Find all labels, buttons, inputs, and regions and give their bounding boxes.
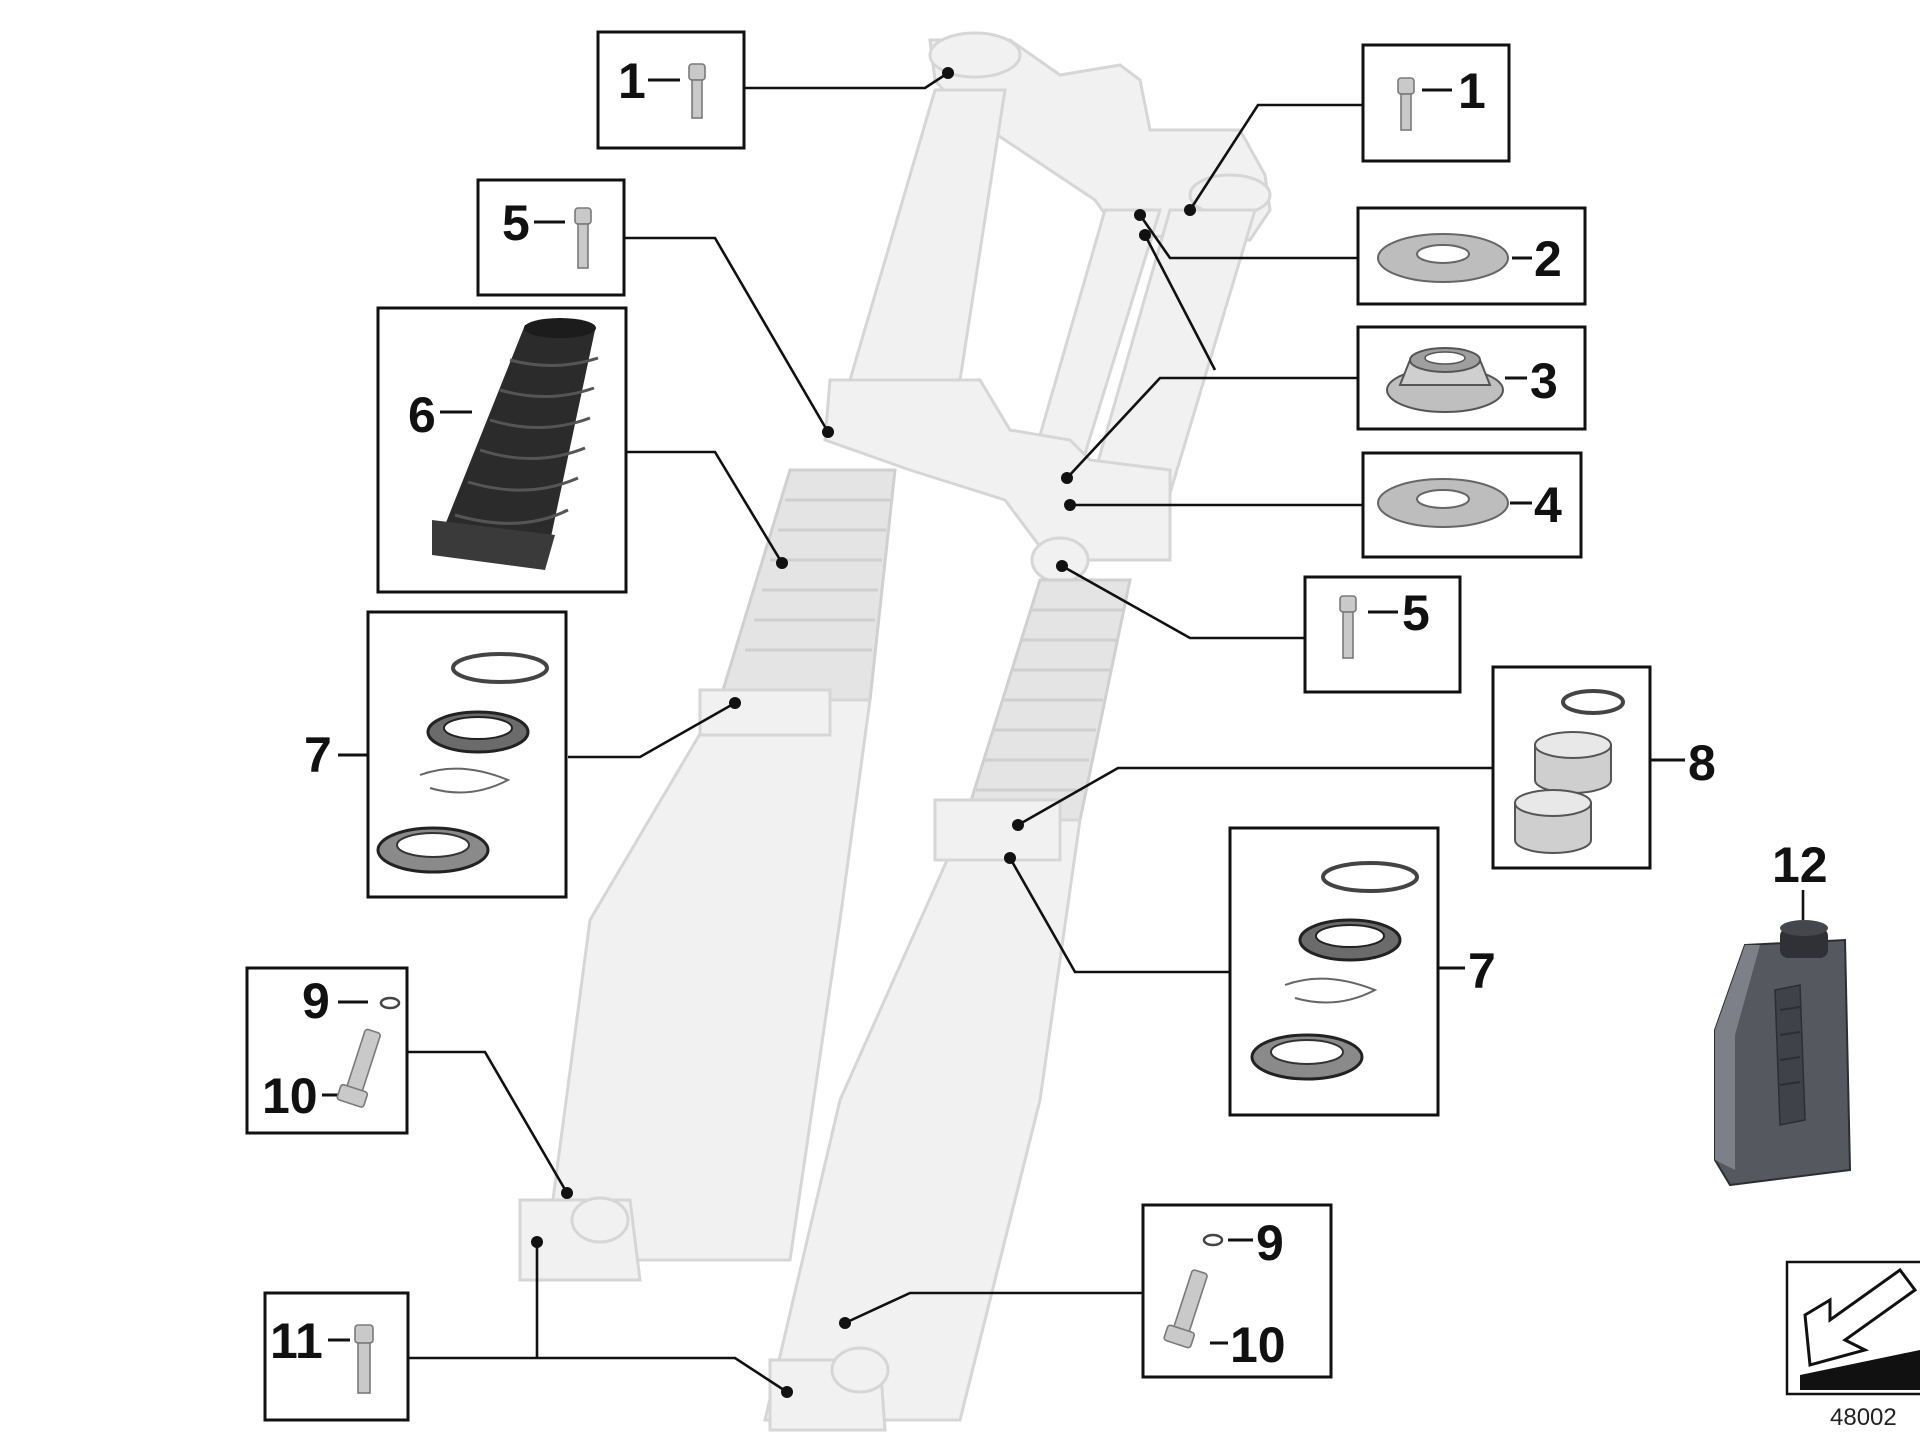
callout-label: 5: [1402, 585, 1430, 641]
callout-label: 5: [502, 195, 530, 251]
callout-label: 1: [618, 53, 646, 109]
callout-6: 6: [376, 306, 628, 594]
leader-lines: [408, 67, 1805, 1398]
bearing-icon: [1386, 347, 1504, 413]
callout-5-left: 5: [476, 178, 626, 297]
callout-label-8: 8: [1688, 735, 1716, 791]
callout-label: 2: [1534, 231, 1562, 287]
callout-1-top-right: 1: [1361, 43, 1511, 163]
callout-4: 4: [1361, 451, 1583, 559]
bolt-icon: [1397, 77, 1415, 131]
bolt-icon: [336, 1028, 381, 1108]
callout-9-10-left: 9 10: [245, 966, 409, 1135]
callout-label: 12: [1772, 837, 1828, 893]
seal-kit-icon: [376, 652, 549, 874]
corner-arrow-icon: [1800, 1267, 1920, 1390]
callout-label-9: 9: [302, 973, 330, 1029]
callout-9-10-right: 9 10: [1141, 1203, 1333, 1379]
callout-label: 11: [270, 1313, 323, 1369]
washer-icon: [1377, 233, 1509, 283]
callout-label-9: 9: [1256, 1215, 1284, 1271]
callout-3: 3: [1356, 325, 1587, 431]
callout-7-left: [366, 610, 568, 899]
ring-icon: [1202, 1233, 1224, 1247]
callout-8: [1491, 665, 1652, 870]
bolt-icon: [688, 63, 706, 119]
bolt-icon: [354, 1324, 374, 1394]
callout-2: 2: [1356, 206, 1587, 306]
bushing-icon: [1514, 689, 1625, 854]
ring-icon: [379, 996, 401, 1010]
gaiter-icon: [432, 318, 599, 570]
callout-label: 6: [408, 387, 436, 443]
bolt-icon: [574, 207, 592, 269]
callout-1-top-left: 1: [596, 30, 746, 150]
seal-kit-icon: [1250, 861, 1419, 1081]
callout-label: 1: [1458, 63, 1486, 119]
oil-bottle-icon: [1714, 920, 1852, 1187]
bolt-icon: [1339, 595, 1357, 659]
callout-12: 12: [1714, 837, 1852, 1187]
callout-label-10: 10: [262, 1068, 318, 1124]
callout-label-10: 10: [1230, 1317, 1286, 1373]
callout-11: 11: [263, 1291, 410, 1422]
washer-icon: [1377, 478, 1509, 528]
callout-label: 3: [1530, 353, 1558, 409]
reference-corner: 48002: [1785, 1260, 1920, 1431]
bolt-icon: [1163, 1269, 1208, 1349]
callout-5-right: 5: [1303, 575, 1462, 694]
callout-label-7-right: 7: [1468, 943, 1496, 999]
callout-7-right: [1228, 826, 1440, 1117]
callout-label: 4: [1534, 477, 1562, 533]
reference-number: 48002: [1830, 1404, 1897, 1431]
callout-label-7-left: 7: [304, 727, 332, 783]
fork-assembly-icon: [518, 31, 1272, 1432]
